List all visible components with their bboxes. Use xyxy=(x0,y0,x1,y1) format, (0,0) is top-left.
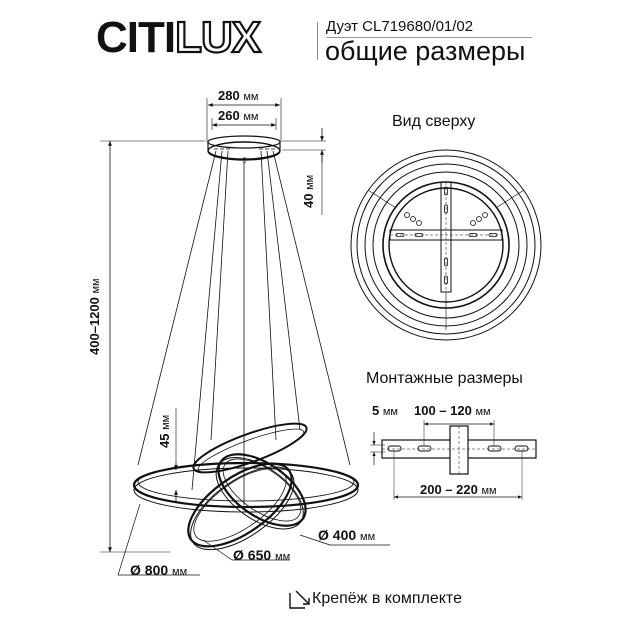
ring-medium-diameter-label: Ø 650 мм xyxy=(233,548,290,564)
canopy-inner-unit: мм xyxy=(243,111,259,123)
mounting-kit-note: Крепёж в комплекте xyxy=(312,590,462,607)
total-height-label: 400–1200 мм xyxy=(87,278,103,355)
ring-medium-value: 650 xyxy=(247,547,272,563)
mount-arrow-icon xyxy=(289,590,310,609)
canopy-outer-unit: мм xyxy=(243,91,259,103)
canopy-inner-value: 260 xyxy=(218,108,240,123)
canopy-side xyxy=(206,98,326,215)
inner-span-unit: мм xyxy=(475,406,491,418)
ring-large-diameter-label: Ø 800 мм xyxy=(130,563,187,579)
ring-thickness-unit: мм xyxy=(160,414,172,430)
outer-span-label: 200 – 220 мм xyxy=(420,483,497,498)
total-height-value: 400–1200 xyxy=(87,297,102,355)
diameter-symbol: Ø xyxy=(318,527,329,543)
inner-span-label: 100 – 120 мм xyxy=(414,404,491,419)
diameter-symbol: Ø xyxy=(130,562,141,578)
ring-medium-unit: мм xyxy=(275,551,291,563)
pendant-rings xyxy=(132,422,360,551)
model-name: Дуэт CL719680/01/02 xyxy=(326,18,474,35)
slot-height-value: 5 xyxy=(372,403,380,418)
ring-thickness-label: 45 мм xyxy=(157,414,173,448)
outer-span-unit: мм xyxy=(481,485,497,497)
total-height-dimension xyxy=(100,140,205,553)
ring-small-unit: мм xyxy=(360,531,376,543)
model-underline xyxy=(326,37,532,38)
brand-logo: CITILUX xyxy=(96,12,262,62)
suspension-cables xyxy=(137,150,351,505)
canopy-outer-value: 280 xyxy=(218,88,240,103)
top-view-title: Вид сверху xyxy=(392,113,476,130)
diameter-leaders xyxy=(117,503,390,576)
inner-span-value: 100 – 120 xyxy=(414,403,472,418)
canopy-height-label: 40 мм xyxy=(301,174,317,208)
diameter-symbol: Ø xyxy=(233,547,244,563)
ring-thickness-value: 45 xyxy=(157,433,172,448)
ring-small-value: 400 xyxy=(332,527,357,543)
header-divider xyxy=(317,22,318,60)
mounting-title: Монтажные размеры xyxy=(366,370,523,387)
outer-span-value: 200 – 220 xyxy=(420,482,478,497)
canopy-height-value: 40 xyxy=(301,193,316,208)
total-height-unit: мм xyxy=(90,278,102,294)
page-subtitle: общие размеры xyxy=(325,36,526,66)
brand-logo-solid: CITI xyxy=(96,13,176,62)
canopy-outer-diameter-label: 280 мм xyxy=(218,89,258,104)
ring-small-diameter-label: Ø 400 мм xyxy=(318,528,375,544)
ring-large-unit: мм xyxy=(172,566,188,578)
slot-height-label: 5 мм xyxy=(372,404,398,419)
slot-height-unit: мм xyxy=(382,406,398,418)
top-view-drawing xyxy=(350,149,542,341)
canopy-inner-diameter-label: 260 мм xyxy=(218,109,258,124)
brand-logo-outline: LUX xyxy=(174,12,262,62)
canopy-height-unit: мм xyxy=(304,174,316,190)
ring-large-value: 800 xyxy=(144,562,169,578)
mounting-bracket-drawing xyxy=(370,420,537,500)
